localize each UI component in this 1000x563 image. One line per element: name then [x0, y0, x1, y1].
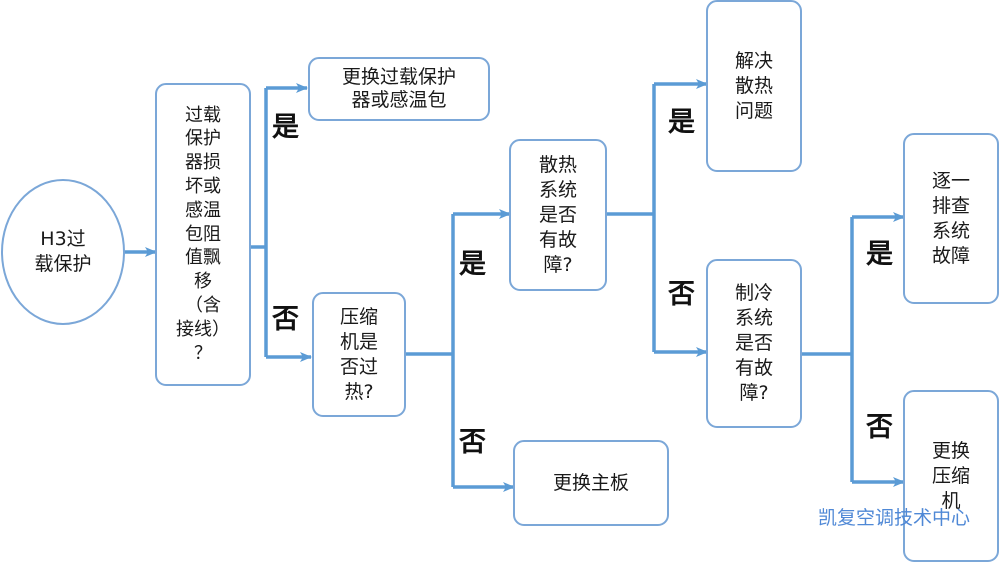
solve-heat-node-shape — [706, 0, 802, 172]
troubleshoot-node: 逐一 排查 系统 故障 — [931, 169, 970, 267]
no-label-refrig: 否 — [866, 412, 893, 443]
yes-label-heat: 是 — [668, 107, 695, 138]
check-protector-node: 过载 保护 器损 坏或 感温 包阻 值飘 移 （含 接线） ？ — [176, 104, 230, 364]
replace-protector-node: 更换过载保护 器或感温包 — [341, 66, 456, 111]
compressor-overheat-node: 压缩 机是 否过 热? — [339, 305, 378, 403]
yes-label-compressor: 是 — [459, 249, 486, 280]
solve-heat-node: 解决 散热 问题 — [734, 49, 773, 122]
no-label-heat: 否 — [668, 279, 695, 310]
check-protector-node-shape — [155, 83, 251, 386]
replace-board-node-shape — [513, 440, 669, 526]
heat-fault-node: 散热 系统 是否 有故 障? — [538, 153, 577, 276]
refrig-fault-node-shape — [706, 259, 802, 428]
compressor-overheat-node-shape — [312, 292, 406, 417]
replace-board-node: 更换主板 — [552, 471, 629, 494]
yes-label-refrig: 是 — [866, 239, 893, 270]
watermark-text: 凯复空调技术中心 — [818, 507, 971, 529]
yes-label-check: 是 — [272, 112, 299, 143]
replace-compressor-node: 更换 压缩 机 — [931, 439, 970, 512]
replace-protector-node-shape — [308, 57, 490, 121]
troubleshoot-node-shape — [903, 133, 999, 304]
start-node-h3-shape — [1, 179, 125, 325]
no-label-check: 否 — [272, 304, 299, 335]
replace-compressor-node-shape — [903, 390, 999, 562]
start-node-h3: H3过 载保护 — [34, 228, 92, 275]
heat-fault-node-shape — [509, 139, 607, 291]
no-label-compressor: 否 — [459, 427, 486, 458]
refrig-fault-node: 制冷 系统 是否 有故 障? — [734, 282, 773, 404]
